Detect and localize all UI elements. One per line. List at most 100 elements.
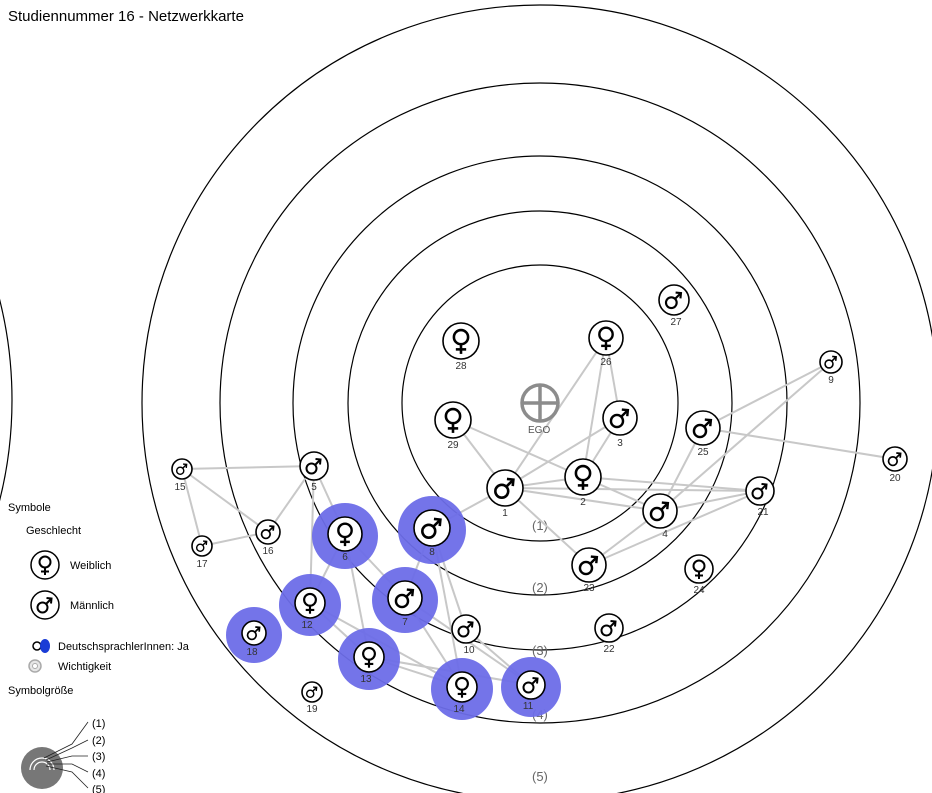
node-14[interactable]: 14 — [446, 671, 478, 715]
node-circle — [588, 320, 624, 356]
node-24[interactable]: 24 — [684, 554, 714, 596]
node-18[interactable]: 18 — [241, 620, 267, 658]
node-27[interactable]: 27 — [658, 284, 690, 328]
node-1[interactable]: 1 — [486, 469, 524, 519]
edge-1-21 — [504, 487, 761, 492]
size-level-5: (5) — [92, 784, 105, 793]
node-label: 10 — [463, 645, 475, 656]
node-label: 7 — [402, 617, 408, 628]
legend-german-speakers-label: DeutschsprachlerInnen: Ja — [58, 641, 190, 653]
node-11[interactable]: 11 — [516, 670, 546, 712]
node-8[interactable]: 8 — [413, 509, 451, 558]
node-6[interactable]: 6 — [327, 516, 363, 563]
ego-label: EGO — [528, 425, 550, 436]
node-label: 9 — [828, 375, 834, 386]
ring-label-1: (1) — [532, 518, 548, 533]
node-circle — [301, 681, 323, 703]
node-label: 4 — [662, 529, 668, 540]
node-25[interactable]: 25 — [685, 410, 721, 458]
node-label: 13 — [360, 674, 372, 685]
node-label: 29 — [447, 440, 459, 451]
legend-importance-label: Wichtigkeit — [58, 661, 111, 673]
page-title: Studiennummer 16 - Netzwerkkarte — [8, 8, 244, 25]
node-circle — [486, 469, 524, 507]
node-2[interactable]: 2 — [564, 458, 602, 508]
ring-label-3: (3) — [532, 643, 548, 658]
edge-5-15 — [181, 465, 315, 470]
node-label: 28 — [455, 361, 467, 372]
node-21[interactable]: 21 — [745, 476, 775, 518]
node-3[interactable]: 3 — [602, 400, 638, 449]
edge-25-20 — [702, 427, 896, 460]
node-label: 21 — [757, 507, 769, 518]
size-level-4: (4) — [92, 768, 105, 780]
node-circle — [882, 446, 908, 472]
node-7[interactable]: 7 — [387, 580, 423, 628]
legend: Symbole Geschlecht Weiblich Männlich Deu… — [8, 502, 190, 793]
node-10[interactable]: 10 — [451, 614, 481, 656]
node-label: 3 — [617, 438, 623, 449]
node-16[interactable]: 16 — [255, 519, 281, 557]
ego-node[interactable]: EGO — [520, 383, 560, 436]
node-15[interactable]: 15 — [171, 458, 193, 493]
ring-labels: (1) (2) (3) (4) (5) — [532, 518, 548, 784]
node-23[interactable]: 23 — [571, 547, 607, 594]
node-13[interactable]: 13 — [353, 641, 385, 685]
node-circle — [294, 587, 326, 619]
node-circle — [685, 410, 721, 446]
node-circle — [353, 641, 385, 673]
node-5[interactable]: 5 — [299, 451, 329, 493]
node-label: 27 — [670, 317, 682, 328]
node-label: 22 — [603, 644, 615, 655]
node-label: 19 — [306, 704, 318, 715]
ring-label-5: (5) — [532, 769, 548, 784]
ring-5 — [141, 4, 932, 793]
edge-15-16 — [181, 468, 269, 533]
legend-female-symbol — [30, 550, 60, 580]
node-26[interactable]: 26 — [588, 320, 624, 368]
edge-4-9 — [659, 361, 832, 512]
node-circle — [442, 322, 480, 360]
legend-female-label: Weiblich — [70, 560, 111, 572]
node-label: 15 — [174, 482, 186, 493]
node-label: 17 — [196, 559, 208, 570]
node-circle — [191, 535, 213, 557]
node-17[interactable]: 17 — [191, 535, 213, 570]
node-circle — [171, 458, 193, 480]
node-circle — [434, 401, 472, 439]
ring-1 — [401, 264, 679, 542]
legend-male-label: Männlich — [70, 600, 114, 612]
node-circle — [451, 614, 481, 644]
node-19[interactable]: 19 — [301, 681, 323, 715]
importance-icon — [28, 659, 42, 673]
node-20[interactable]: 20 — [882, 446, 908, 484]
edge-1-3 — [504, 417, 621, 489]
legend-gender-heading: Geschlecht — [26, 525, 81, 537]
node-circle — [564, 458, 602, 496]
node-label: 24 — [693, 585, 705, 596]
node-circle — [602, 400, 638, 436]
node-28[interactable]: 28 — [442, 322, 480, 372]
node-circle — [571, 547, 607, 583]
node-22[interactable]: 22 — [594, 613, 624, 655]
node-label: 6 — [342, 552, 348, 563]
node-12[interactable]: 12 — [294, 587, 326, 631]
outer-ring-arc — [0, 299, 13, 501]
ring-label-2: (2) — [532, 580, 548, 595]
node-label: 25 — [697, 447, 709, 458]
node-label: 12 — [301, 620, 313, 631]
german-speaker-icon — [32, 639, 50, 653]
node-label: 2 — [580, 497, 586, 508]
node-circle — [642, 493, 678, 529]
node-label: 11 — [523, 701, 534, 712]
node-label: 26 — [600, 357, 612, 368]
node-29[interactable]: 29 — [434, 401, 472, 451]
symbol-size-scale: (1) (2) (3) (4) (5) — [21, 718, 105, 793]
legend-heading: Symbole — [8, 502, 51, 514]
node-4[interactable]: 4 — [642, 493, 678, 540]
node-circle — [658, 284, 690, 316]
node-circle — [299, 451, 329, 481]
node-9[interactable]: 9 — [819, 350, 843, 386]
